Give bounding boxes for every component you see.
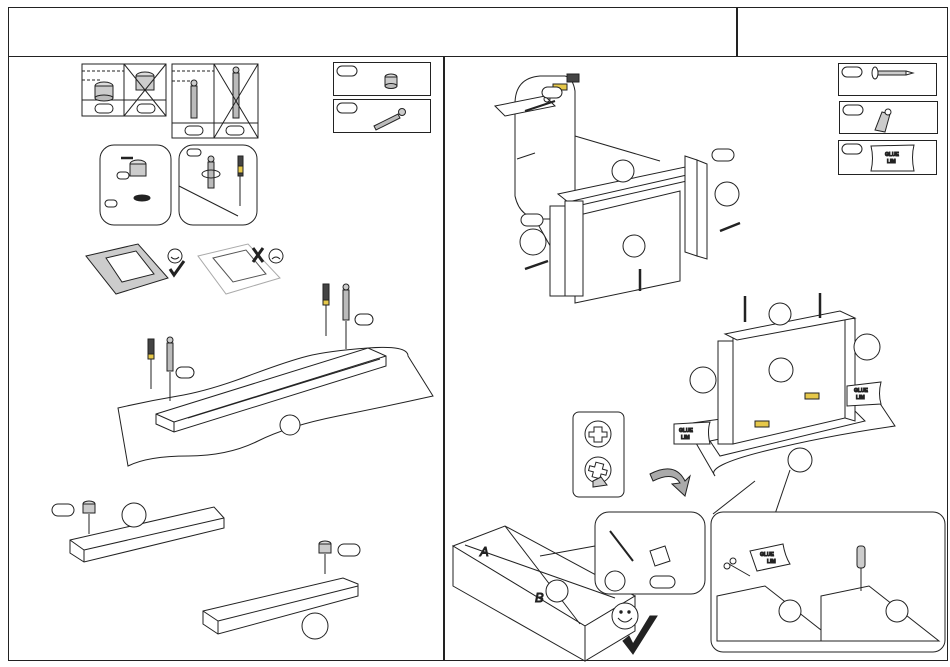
- glue-packet-icon: GLUE LIM: [847, 382, 881, 406]
- svg-text:LIM: LIM: [887, 159, 896, 165]
- svg-text:A: A: [479, 544, 489, 559]
- hardware-box-wood-screw: [838, 63, 937, 96]
- svg-text:GLUE: GLUE: [885, 152, 900, 158]
- cam-lock-icon: [385, 74, 397, 89]
- wood-screw-icon: [872, 67, 913, 79]
- left-panel-illustration: [8, 56, 451, 661]
- svg-text:LIM: LIM: [856, 395, 865, 401]
- cam-bolt-icon: [167, 337, 173, 401]
- soft-surface-happy-icon: [86, 244, 184, 294]
- screwdriver-icon: [323, 284, 329, 336]
- hardware-box-corner-bracket: [839, 101, 938, 134]
- cam-bolt-icon: [343, 284, 349, 349]
- cam-lock-correct-depth-icon: [95, 82, 113, 101]
- cam-lock-icon: [83, 501, 95, 534]
- dowel-icon: [857, 546, 865, 568]
- cam-lock-icon: [319, 541, 331, 574]
- cam-bolt-depth-guide: [172, 64, 258, 138]
- svg-text:LIM: LIM: [681, 435, 690, 441]
- svg-text:B: B: [535, 590, 544, 605]
- cam-bolt-icon: [374, 109, 406, 131]
- short-panel-step-1: [52, 501, 224, 562]
- hardware-box-cam-lock: [333, 62, 431, 96]
- svg-text:GLUE: GLUE: [679, 428, 694, 434]
- glue-packet-icon: GLUE LIM: [674, 422, 710, 444]
- screwdriver-icon: [148, 339, 154, 389]
- cam-lock-depth-guide: [82, 64, 166, 116]
- glue-detail-closeup: GLUE LIM: [711, 512, 945, 652]
- svg-text:LIM: LIM: [767, 559, 776, 565]
- flip-arrow-icon: [650, 469, 690, 496]
- short-panel-step-2: [203, 541, 360, 639]
- svg-text:GLUE: GLUE: [760, 552, 775, 558]
- svg-text:GLUE: GLUE: [854, 388, 869, 394]
- success-smiley-icon: [612, 603, 638, 629]
- cam-lock-insert-closeup: [100, 145, 171, 225]
- glue-packet-icon: GLUE LIM: [871, 145, 914, 171]
- cam-rotation-hint: [573, 412, 624, 497]
- drawer-frame-assembly: [495, 74, 740, 303]
- hard-surface-sad-icon: [198, 244, 283, 294]
- corner-bracket-icon: [875, 109, 891, 132]
- hardware-box-glue: GLUE LIM: [838, 140, 937, 175]
- header-title-cell: [8, 7, 738, 57]
- header-page-number-cell: [736, 7, 948, 57]
- long-panel-step: [118, 284, 433, 466]
- hardware-box-cam-bolt: [333, 99, 431, 133]
- cam-bolt-insert-closeup: [179, 145, 257, 225]
- cam-bolt-correct-depth-icon: [191, 80, 197, 118]
